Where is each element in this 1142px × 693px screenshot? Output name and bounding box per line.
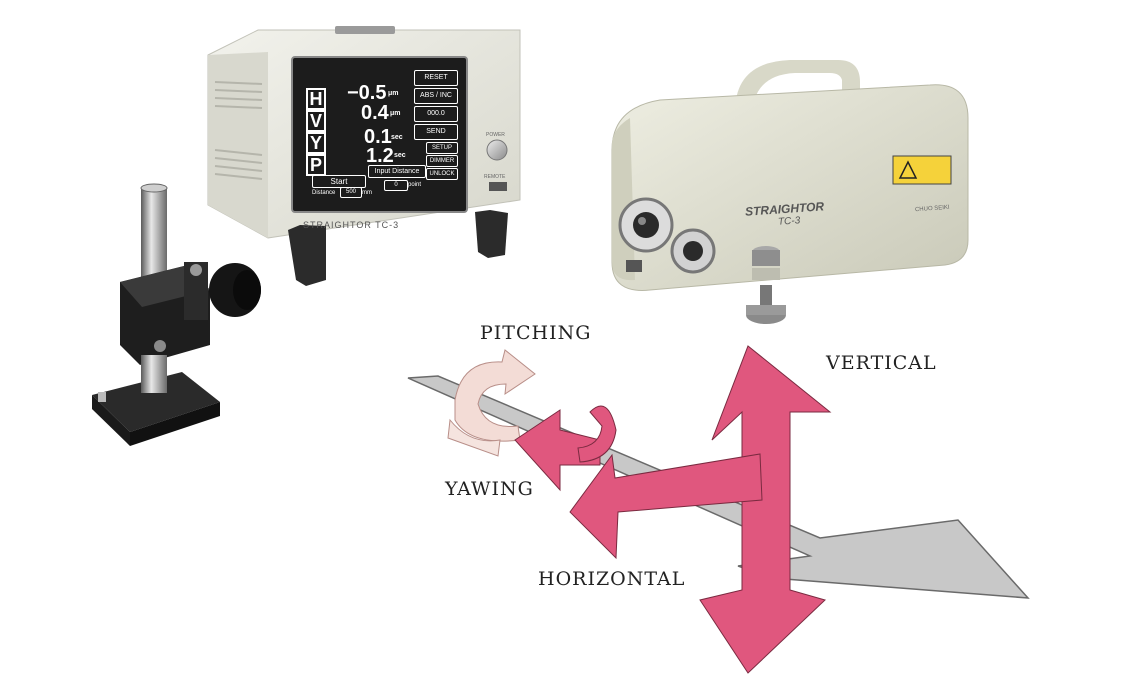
reading-h-unit: μm	[388, 90, 399, 97]
send-button[interactable]: SEND	[414, 124, 458, 140]
target-stand	[92, 183, 261, 446]
distance-value-field[interactable]: 500	[340, 187, 362, 198]
horizontal-label: HORIZONTAL	[538, 568, 686, 590]
remote-port-icon	[489, 182, 507, 191]
abs-inc-button[interactable]: ABS / INC	[414, 88, 458, 104]
reading-h-value: −0.5	[347, 82, 387, 104]
horizontal-arrow	[569, 453, 763, 560]
sensor-handle	[735, 60, 860, 118]
axis-label-h: H	[306, 88, 326, 110]
power-label: POWER	[486, 132, 505, 138]
laser-warning-label	[892, 155, 952, 185]
vertical-label: VERTICAL	[826, 352, 937, 374]
controller-unit	[207, 26, 521, 286]
reading-y-unit: sec	[391, 134, 403, 141]
sensor-lens-1	[618, 197, 674, 253]
reading-p-value: 1.2	[366, 145, 394, 167]
vertical-arrow	[699, 345, 832, 674]
point-value-field[interactable]: 0	[384, 180, 408, 191]
controller-handle	[335, 26, 395, 34]
point-label: point	[408, 182, 422, 188]
power-button	[486, 139, 508, 161]
motion-diagram	[407, 345, 1030, 674]
reading-y-value: 0.1	[364, 126, 392, 148]
stand-base-left	[92, 395, 130, 446]
axis-label-v: V	[306, 110, 326, 132]
reading-p-unit: sec	[394, 152, 406, 159]
reading-v-unit: μm	[390, 110, 401, 117]
controller-vents	[214, 81, 263, 180]
setup-button[interactable]: SETUP	[426, 142, 458, 154]
unlock-button[interactable]: UNLOCK	[426, 168, 458, 180]
remote-label: REMOTE	[484, 174, 506, 180]
controller-foot-left	[288, 225, 326, 286]
laser-warning-icon	[898, 160, 918, 179]
sensor-model: TC-3	[777, 215, 801, 228]
adjust-knob-icon	[154, 340, 166, 352]
sensor-head	[611, 60, 969, 324]
sensor-foot	[626, 260, 642, 272]
input-distance-button[interactable]: Input Distance	[368, 165, 426, 178]
reset-button[interactable]: RESET	[414, 70, 458, 86]
controller-foot-right	[475, 210, 508, 258]
axis-label-y: Y	[306, 132, 326, 154]
distance-value-button[interactable]: 000.0	[414, 106, 458, 122]
stand-base-top	[92, 372, 220, 432]
yawing-label: YAWING	[445, 478, 534, 500]
pitching-label: PITCHING	[480, 322, 592, 344]
stand-base-front	[130, 402, 220, 446]
yawing-arrow	[514, 405, 617, 492]
sensor-body	[611, 84, 969, 291]
sensor-mount	[746, 246, 786, 324]
distance-unit: mm	[362, 190, 372, 196]
sensor-lens-2	[670, 228, 716, 274]
adjust-knob-icon	[190, 264, 202, 276]
pitching-arrow	[447, 349, 536, 457]
touch-screen	[291, 56, 468, 213]
controller-model-label: STRAIGHTOR TC-3	[303, 220, 400, 230]
axis-label-p: P	[306, 154, 326, 176]
distance-label: Distance	[312, 190, 336, 196]
stand-screw-icon	[98, 392, 106, 402]
dimmer-button[interactable]: DIMMER	[426, 155, 458, 167]
reading-v-value: 0.4	[361, 102, 389, 124]
start-button[interactable]: Start	[312, 175, 366, 188]
